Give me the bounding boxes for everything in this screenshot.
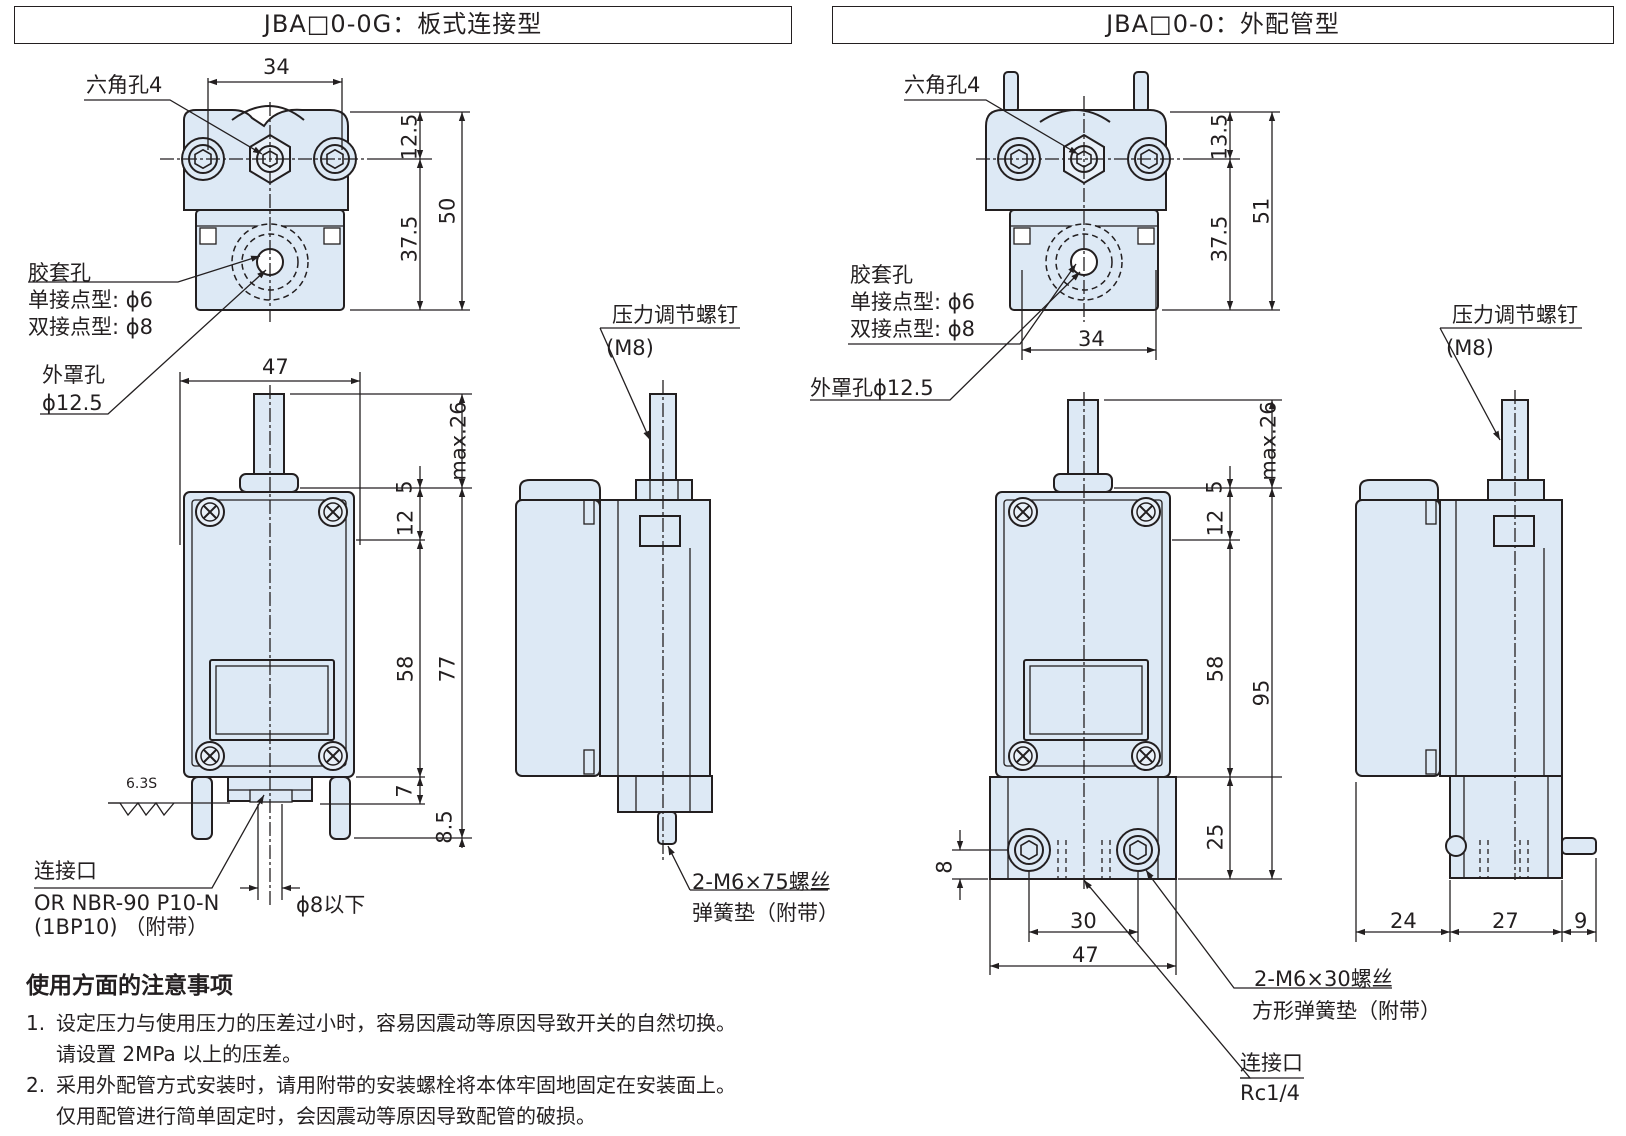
dim-left-5: 5 — [392, 480, 417, 494]
note-line: 设定压力与使用压力的压差过小时，容易因震动等原因导致开关的自然切换。 — [56, 1011, 736, 1035]
note-number: 1. — [26, 1011, 46, 1035]
pressure-screw-size-right: (M8) — [1446, 336, 1494, 360]
washer-label-left: 弹簧垫（附带） — [692, 901, 839, 925]
dim-left-top-h2: 37.5 — [397, 215, 422, 263]
left-front-view — [34, 372, 472, 905]
usage-notes: 使用方面的注意事项 1. 设定压力与使用压力的压差过小时，容易因震动等原因导致开… — [26, 970, 846, 1132]
dim-right-47: 47 — [1072, 943, 1099, 967]
dim-left-stem: max.26 — [446, 401, 471, 481]
dim-right-8: 8 — [932, 860, 957, 874]
surface-finish-symbol: 6.3S — [126, 776, 158, 792]
grommet-single-left: 单接点型: ϕ6 — [28, 288, 153, 312]
dim-right-30: 30 — [1070, 909, 1097, 933]
bolt-label-left: 2-M6×75螺丝 — [692, 870, 831, 894]
left-side-view — [515, 327, 828, 891]
dim-right-27: 27 — [1492, 909, 1519, 933]
oring-note: (1BP10) （附带） — [34, 915, 209, 939]
dim-right-top-total: 51 — [1249, 197, 1274, 225]
right-side-view — [1355, 327, 1597, 942]
dim-left-top-h1: 12.5 — [397, 113, 422, 161]
right-variant-header: JBA□0-0：外配管型 — [832, 6, 1614, 44]
dim-right-stem: max.26 — [1256, 401, 1281, 481]
dim-left-7: 7 — [392, 784, 417, 798]
port-title-right: 连接口 — [1240, 1051, 1303, 1075]
dim-right-12: 12 — [1203, 509, 1228, 537]
dim-left-8-5: 8.5 — [432, 810, 457, 844]
grommet-title-left: 胶套孔 — [28, 261, 91, 285]
note-number: 2. — [26, 1073, 46, 1097]
dim-right-9: 9 — [1574, 909, 1588, 933]
pressure-screw-label-right: 压力调节螺钉 — [1452, 303, 1578, 327]
dim-right-58: 58 — [1203, 655, 1228, 683]
right-front-view — [952, 392, 1392, 1079]
note-line: 采用外配管方式安装时，请用附带的安装螺栓将本体牢固地固定在安装面上。 — [56, 1073, 736, 1097]
hex-hole-label-left: 六角孔4 — [86, 73, 163, 97]
dim-right-25: 25 — [1203, 823, 1228, 851]
pressure-screw-label-left: 压力调节螺钉 — [612, 303, 738, 327]
dim-left-top-total: 50 — [435, 197, 460, 225]
cover-hole-dia-left: ϕ12.5 — [42, 391, 103, 415]
dim-right-5: 5 — [1202, 480, 1227, 494]
dim-right-top-width: 34 — [1078, 327, 1105, 351]
dim-left-77: 77 — [435, 655, 460, 683]
grommet-single-right: 单接点型: ϕ6 — [850, 290, 975, 314]
left-variant-header: JBA□0-0G：板式连接型 — [14, 6, 792, 44]
dim-right-top-h1: 13.5 — [1207, 113, 1232, 161]
left-top-view — [28, 78, 470, 415]
dim-left-front-width: 47 — [262, 355, 289, 379]
pressure-screw-size-left: (M8) — [606, 336, 654, 360]
oring-label: OR NBR-90 P10-N — [34, 891, 220, 915]
dim-left-top-width: 34 — [263, 55, 290, 79]
cover-hole-title-left: 外罩孔 — [42, 363, 105, 387]
dim-left-58: 58 — [393, 655, 418, 683]
note-item: 1. 设定压力与使用压力的压差过小时，容易因震动等原因导致开关的自然切换。 请设… — [26, 1008, 846, 1070]
dim-right-24: 24 — [1390, 909, 1417, 933]
dim-right-95: 95 — [1249, 679, 1274, 707]
bolt-label-right: 2-M6×30螺丝 — [1254, 967, 1393, 991]
note-line: 请设置 2MPa 以上的压差。 — [56, 1042, 303, 1066]
washer-label-right: 方形弹簧垫（附带） — [1252, 999, 1441, 1023]
note-item: 2. 采用外配管方式安装时，请用附带的安装螺栓将本体牢固地固定在安装面上。 仅用… — [26, 1070, 846, 1132]
grommet-double-left: 双接点型: ϕ8 — [28, 315, 153, 339]
grommet-title-right: 胶套孔 — [850, 263, 913, 287]
grommet-double-right: 双接点型: ϕ8 — [850, 317, 975, 341]
dim-right-top-h2: 37.5 — [1207, 215, 1232, 263]
port-dia-left: ϕ8以下 — [296, 893, 366, 917]
hex-hole-label-right: 六角孔4 — [904, 73, 981, 97]
notes-title: 使用方面的注意事项 — [26, 973, 233, 999]
port-size-right: Rc1/4 — [1240, 1081, 1300, 1105]
note-line: 仅用配管进行简单固定时，会因震动等原因导致配管的破损。 — [56, 1104, 596, 1128]
port-title-left: 连接口 — [34, 859, 97, 883]
right-top-view — [810, 71, 1280, 401]
dim-left-12: 12 — [393, 509, 418, 537]
cover-hole-right: 外罩孔ϕ12.5 — [810, 376, 934, 400]
